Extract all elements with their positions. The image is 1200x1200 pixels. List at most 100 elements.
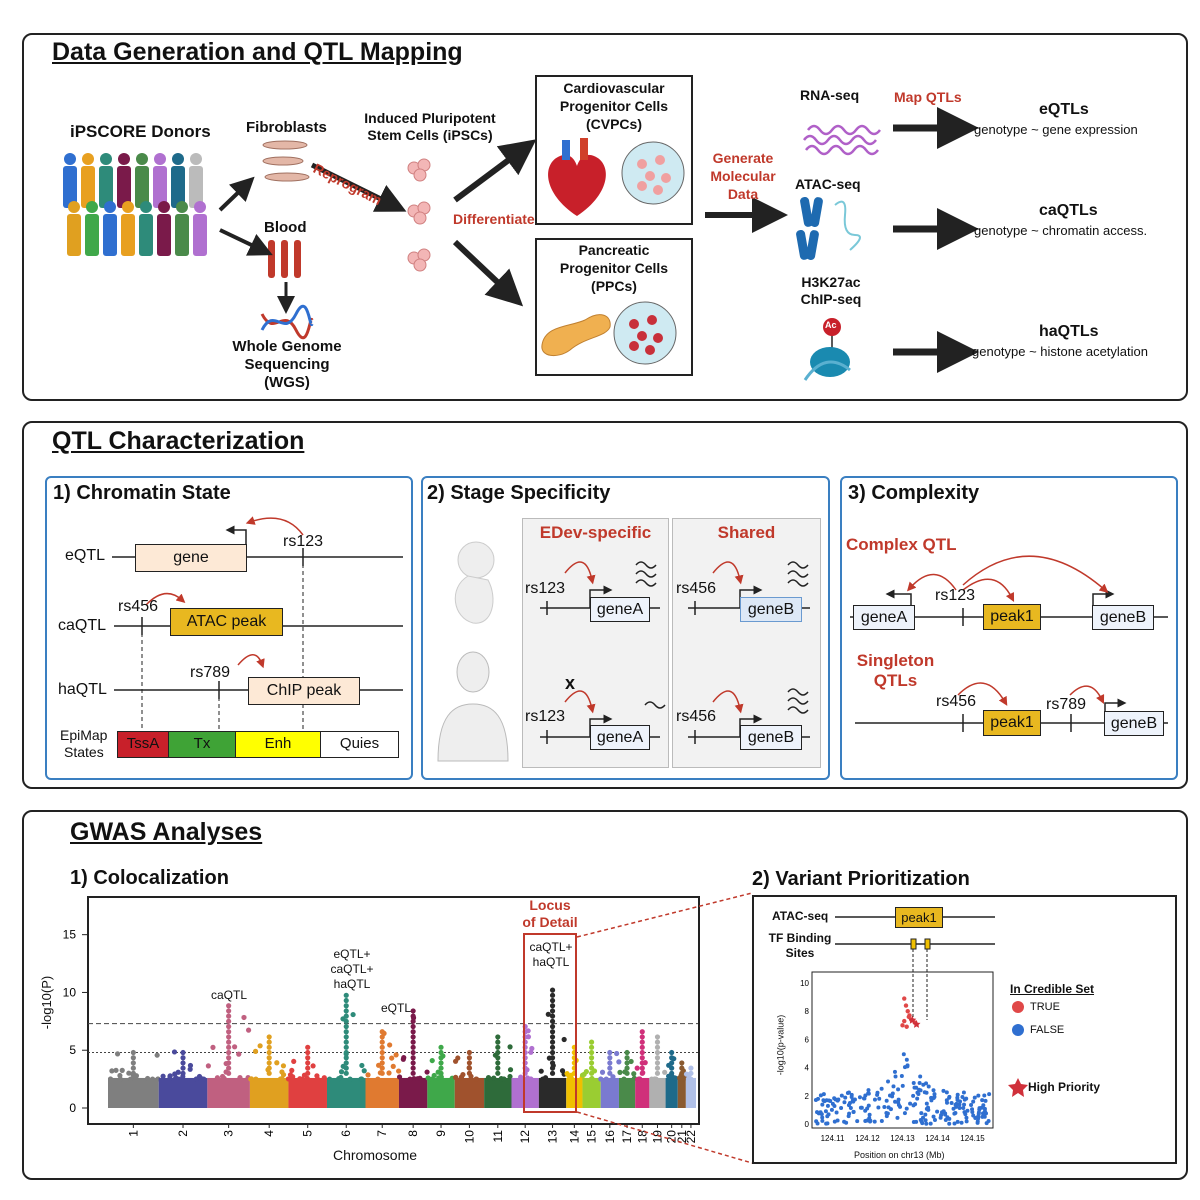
chipseq-label-1: H3K27ac: [801, 274, 861, 290]
locus-point-false: [823, 1109, 828, 1114]
donor-body: [153, 166, 167, 208]
locus-point-false: [885, 1111, 890, 1116]
locus-point-false: [949, 1101, 954, 1106]
manhattan-peak-point: [549, 1023, 556, 1030]
manhattan-point: [411, 1075, 417, 1082]
manhattan-peak-point: [639, 1034, 645, 1040]
chrom-base-20: [665, 1077, 678, 1108]
locus-point-false: [957, 1102, 962, 1107]
donor-body: [175, 214, 189, 256]
manhattan-peak-point: [410, 1023, 416, 1030]
locus-point-false: [825, 1114, 830, 1119]
x-tick-label: 17: [620, 1130, 634, 1144]
locus-point-false: [964, 1096, 969, 1101]
x-tick-label: 12: [518, 1130, 532, 1144]
petri-dish-cvpc-icon: [621, 141, 685, 205]
manhattan-peak-point: [410, 1049, 416, 1056]
locus-point-false: [919, 1111, 924, 1116]
locus-point-false: [959, 1120, 964, 1125]
locus-point-false: [904, 1106, 909, 1111]
locus-label-1: Locus: [529, 897, 571, 913]
locus-point-false: [951, 1106, 956, 1111]
manhattan-point: [375, 1076, 381, 1082]
manhattan-peak-point: [130, 1055, 136, 1061]
chrom-base-8: [398, 1077, 428, 1108]
atac-track-label: ATAC-seq: [772, 909, 829, 923]
manhattan-point: [245, 1027, 252, 1033]
ann-multi-3: haQTL: [333, 977, 371, 991]
x-tick-label: 21: [675, 1130, 689, 1144]
ann-multi-2: caQTL+: [330, 962, 374, 976]
manhattan-point: [598, 1076, 604, 1082]
manhattan-peak-point: [266, 1034, 272, 1040]
rs789-singleton: rs789: [1046, 696, 1087, 713]
manhattan-peak-point: [549, 1039, 556, 1045]
singleton-label-1: Singleton: [856, 651, 935, 670]
manhattan-peak-point: [624, 1049, 630, 1056]
donor-body: [189, 166, 203, 208]
manhattan-peak-point: [410, 1070, 416, 1076]
manhattan-peak-point: [266, 1039, 272, 1045]
wgs-label-1: Whole Genome: [232, 338, 342, 355]
donor-head: [136, 153, 148, 165]
locus-x-tick: 124.14: [925, 1134, 950, 1143]
tf-track-label-1: TF Binding: [768, 931, 832, 945]
legend-false: FALSE: [1030, 1024, 1065, 1036]
manhattan-peak-point: [624, 1055, 630, 1061]
manhattan-peak-point: [226, 1049, 232, 1056]
manhattan-point: [676, 1075, 683, 1081]
manhattan-peak-point: [438, 1070, 444, 1076]
differentiate-label: Differentiate: [453, 211, 535, 227]
manhattan-point: [154, 1052, 160, 1058]
manhattan-point: [350, 1011, 356, 1018]
donor-body: [193, 214, 207, 256]
manhattan-peak-point: [588, 1044, 595, 1050]
manhattan-peak-point: [305, 1070, 311, 1076]
chrom-base-17: [618, 1077, 636, 1108]
manhattan-peak-point: [495, 1070, 501, 1076]
manhattan-peak-point: [343, 1049, 349, 1056]
manhattan-peak-point: [639, 1060, 645, 1066]
panel1-arrows: [218, 107, 979, 381]
locus-point-false: [932, 1092, 937, 1097]
geneA-edev-top: geneA: [590, 597, 650, 622]
manhattan-peak-point: [549, 1060, 556, 1066]
generate-label-3: Data: [727, 186, 759, 202]
manhattan-point: [257, 1043, 263, 1049]
manhattan-peak-point: [343, 997, 349, 1004]
locus-point-false: [962, 1102, 967, 1107]
manhattan-peak-point: [130, 1070, 136, 1076]
petri-dish-ppc-icon: [613, 301, 677, 365]
rs456-label-chromatin: rs456: [118, 598, 159, 615]
locus-point-false: [846, 1103, 851, 1108]
x-tick-label: 1: [126, 1130, 140, 1137]
manhattan-peak-point: [226, 1018, 232, 1024]
manhattan-point: [253, 1076, 259, 1082]
cvpc-box: [535, 75, 693, 225]
rs456-shared-top: rs456: [676, 580, 717, 597]
donor-head: [172, 153, 184, 165]
locus-point-false: [818, 1093, 823, 1098]
locus-point-false: [839, 1093, 844, 1098]
locus-point-false: [866, 1091, 871, 1096]
locus-point-false: [984, 1111, 989, 1116]
locus-point-false: [911, 1081, 916, 1086]
x-tick-label: 10: [462, 1130, 476, 1144]
donor-head: [176, 201, 188, 213]
locus-point-false: [893, 1099, 898, 1104]
rs123-complex: rs123: [935, 587, 976, 604]
manhattan-peak-point: [549, 1018, 556, 1024]
panel-data-generation: [22, 33, 1188, 401]
manhattan-peak-point: [588, 1065, 595, 1071]
chrom-base-9: [427, 1077, 455, 1108]
locus-point-false: [868, 1119, 873, 1124]
manhattan-peak-point: [495, 1044, 501, 1050]
manhattan-peak-point: [266, 1060, 272, 1066]
donor-body: [81, 166, 95, 208]
atac-peak-box: ATAC peak: [170, 608, 283, 636]
ann-caha-1: caQTL+: [529, 940, 573, 954]
locus-point-false: [976, 1093, 981, 1098]
ann-eqtl: eQTL: [381, 1001, 412, 1015]
locus-point-false: [912, 1085, 917, 1090]
manhattan-point: [336, 1075, 342, 1082]
